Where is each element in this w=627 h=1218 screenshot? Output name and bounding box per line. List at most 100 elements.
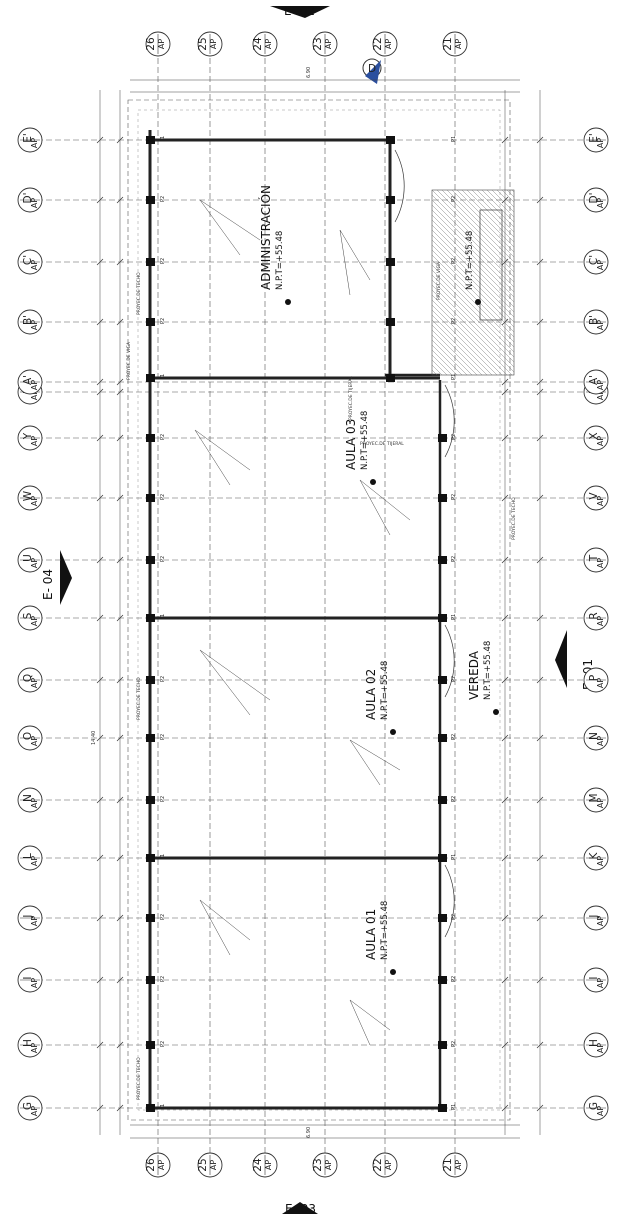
column (146, 1104, 155, 1112)
dimension-tick (536, 676, 544, 684)
column (146, 136, 155, 144)
grid-bubble-label: M (588, 793, 600, 802)
hatch-line (431, 359, 448, 376)
column (386, 318, 395, 326)
column-tag: P2 (451, 318, 457, 324)
dimension-tick (536, 976, 544, 984)
grid-bubble-sub: AP (596, 558, 605, 568)
section-label-top: E- 02 (284, 4, 315, 18)
grid-bubble-sub: AP (264, 39, 273, 49)
hatch-line (471, 189, 515, 233)
hatch-line (456, 189, 515, 248)
room-level-admin: N.P.T=+55.48 (275, 231, 285, 290)
room-level-aula02: N.P.T=+55.48 (380, 661, 390, 720)
hatch-line (431, 259, 515, 343)
column-tag: P1 (160, 1104, 166, 1110)
dimension-tick (536, 1041, 544, 1049)
proy-viga-label: PROYEC.DE VIGA (126, 341, 132, 380)
grid-bubble-sub: AP (30, 1106, 39, 1116)
dimension-tick (536, 196, 544, 204)
roof-hatch (431, 189, 515, 376)
grid-bubble-label: 24 (252, 1158, 264, 1172)
column (146, 734, 155, 742)
column-tag: P1 (160, 374, 166, 380)
grid-bubble-label: 24 (252, 37, 264, 51)
grid-bubble-sub: AP (596, 798, 605, 808)
hatch-line (431, 229, 515, 313)
level-marker (390, 969, 396, 975)
column-tag: P2 (451, 556, 457, 562)
column (438, 734, 447, 742)
hatch-line (486, 189, 515, 218)
hatch-line (431, 244, 515, 328)
hatch-line (431, 279, 515, 363)
grid-bubble-sub: AP (30, 1043, 39, 1053)
column (386, 196, 395, 204)
leader-line (199, 199, 261, 241)
grid-bubble-sub: AP (30, 320, 39, 330)
column (386, 258, 395, 266)
dimension-tick (536, 258, 544, 266)
hatch-line (431, 274, 515, 358)
grid-bubble-label: C' (588, 255, 600, 265)
hatch-line (446, 189, 515, 258)
column-tag: P2 (451, 734, 457, 740)
leader-line (359, 479, 391, 536)
column (438, 976, 447, 984)
column-tag: P2 (451, 1041, 457, 1047)
dimension-tick (536, 854, 544, 862)
room-name-aula02: AULA 02 (364, 669, 378, 720)
detail-marker: D (362, 58, 382, 84)
grid-bubble-label: 25 (197, 37, 209, 50)
grid-bubble-sub: AP (30, 978, 39, 988)
grid-bubble-label: P (588, 675, 600, 681)
leader-line (199, 649, 271, 701)
column-tag: P2 (160, 258, 166, 264)
column-tag: P2 (160, 318, 166, 324)
column-tag: P2 (451, 914, 457, 920)
grid-bubble-label: L (22, 853, 34, 859)
hatch-line (431, 209, 515, 293)
column-tag: P2 (451, 796, 457, 802)
grid-bubble-label: 23 (312, 37, 324, 50)
dimension-tick (536, 734, 544, 742)
column-tag: P2 (160, 914, 166, 920)
hatch-line (476, 189, 515, 228)
grid-bubble-label: 26 (145, 1158, 157, 1172)
hatch-line (431, 319, 488, 376)
column-tag: P2 (160, 556, 166, 562)
hatch-line (431, 349, 458, 376)
column-tag: P1 (451, 136, 457, 142)
leader-line (199, 899, 251, 941)
dimension-tick (536, 494, 544, 502)
column (146, 494, 155, 502)
hatch-line (431, 214, 515, 298)
column (146, 374, 155, 382)
grid-bubble-sub: AP (157, 39, 166, 49)
stair (479, 209, 503, 321)
beam-projection (137, 109, 501, 1111)
hatch-line (431, 354, 453, 376)
grid-bubble-sub: AP (324, 39, 333, 49)
grid-bubble-label: 21 (442, 37, 454, 50)
grid-bubble-sub: AP (30, 260, 39, 270)
room-name-admin: ADMINISTRACIÓN (258, 185, 273, 290)
dimension-tick (536, 136, 544, 144)
column-tag: P2 (160, 734, 166, 740)
hatch-line (431, 369, 438, 376)
grid-bubble-label: Y (22, 432, 34, 440)
leader-line (349, 999, 391, 1031)
column (438, 434, 447, 442)
dimension-short: 6.90 (306, 67, 312, 78)
column (146, 976, 155, 984)
grid-bubble-label: B' (588, 315, 600, 325)
grid-bubble-label: Q (22, 674, 34, 682)
grid-bubble-sub: AP (596, 260, 605, 270)
hatch-line (431, 254, 515, 338)
grid-bubble-sub: AP (324, 1160, 333, 1170)
grid-bubble-sub: AP (454, 39, 463, 49)
grid-bubble-sub: AP (454, 1160, 463, 1170)
column-tag: P2 (160, 796, 166, 802)
grid-bubble-sub: AP (30, 678, 39, 688)
